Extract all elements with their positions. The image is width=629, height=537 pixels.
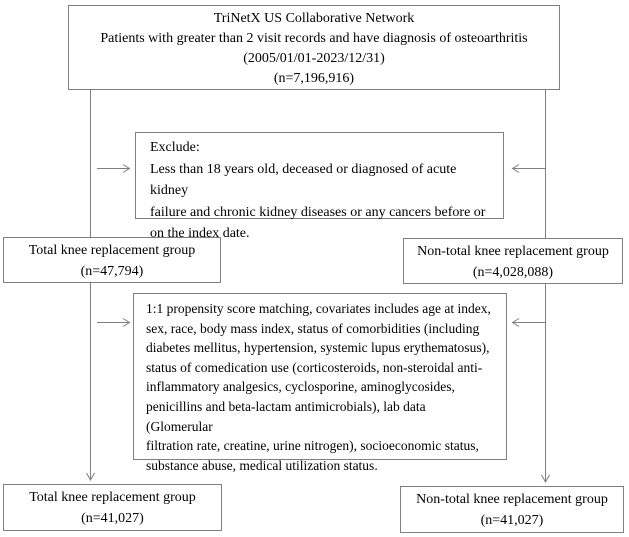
- source-criteria-text: Patients with greater than 2 visit recor…: [100, 31, 528, 46]
- matching-text-line: substance abuse, medical utilization sta…: [146, 457, 378, 473]
- non-tkr-group-box: Non-total knee replacement group (n=4,02…: [403, 238, 623, 284]
- arrow-right-into-exclude: [511, 164, 545, 173]
- non-tkr-group-label: Non-total knee replacement group: [417, 244, 609, 259]
- matching-text-line: filtration rate, creatine, urine nitroge…: [146, 438, 479, 454]
- tkr-matched-count: (n=41,027): [81, 511, 144, 526]
- non-tkr-matched-box: Non-total knee replacement group (n=41,0…: [400, 486, 624, 533]
- propensity-matching-box: 1:1 propensity score matching, covariate…: [133, 293, 507, 473]
- source-date-range: (2005/01/01-2023/12/31): [243, 51, 385, 66]
- tkr-matched-label: Total knee replacement group: [29, 490, 196, 505]
- exclude-criteria-line: Less than 18 years old, deceased or diag…: [150, 161, 457, 199]
- exclude-label: Exclude:: [150, 140, 200, 155]
- arrow-right-down-to-matched: [541, 284, 550, 484]
- tkr-group-label: Total knee replacement group: [28, 243, 196, 258]
- exclusion-criteria-box: Exclude: Less than 18 years old, decease…: [135, 132, 504, 241]
- matching-text-line: status of comedication use (corticostero…: [146, 359, 483, 375]
- exclude-criteria-line: failure and chronic kidney diseases or a…: [150, 204, 486, 220]
- matching-text-line: 1:1 propensity score matching, covariate…: [146, 301, 491, 316]
- matching-text-line: sex, race, body mass index, status of co…: [146, 320, 480, 336]
- tkr-group-box: Total knee replacement group (n=47,794): [3, 237, 221, 283]
- non-tkr-matched-label: Non-total knee replacement group: [416, 492, 608, 507]
- matching-text-line: diabetes mellitus, hypertension, systemi…: [146, 340, 490, 356]
- matching-text-line: inflammatory analgesics, cyclosporine, a…: [146, 379, 455, 395]
- arrow-left-into-matching: [97, 318, 131, 327]
- matching-text-line: penicillins and beta-lactam antimicrobia…: [146, 398, 426, 434]
- non-tkr-matched-count: (n=41,027): [480, 513, 544, 528]
- source-population-box: TriNetX US Collaborative Network Patient…: [68, 5, 560, 90]
- source-count: (n=7,196,916): [273, 71, 355, 86]
- non-tkr-group-count: (n=4,028,088): [472, 265, 554, 280]
- tkr-group-count: (n=47,794): [80, 264, 144, 279]
- tkr-matched-box: Total knee replacement group (n=41,027): [3, 484, 222, 531]
- source-network-title: TriNetX US Collaborative Network: [213, 11, 415, 26]
- arrow-right-into-matching: [511, 318, 545, 327]
- arrow-left-into-exclude: [97, 164, 131, 173]
- arrow-left-down-to-matched: [86, 283, 95, 482]
